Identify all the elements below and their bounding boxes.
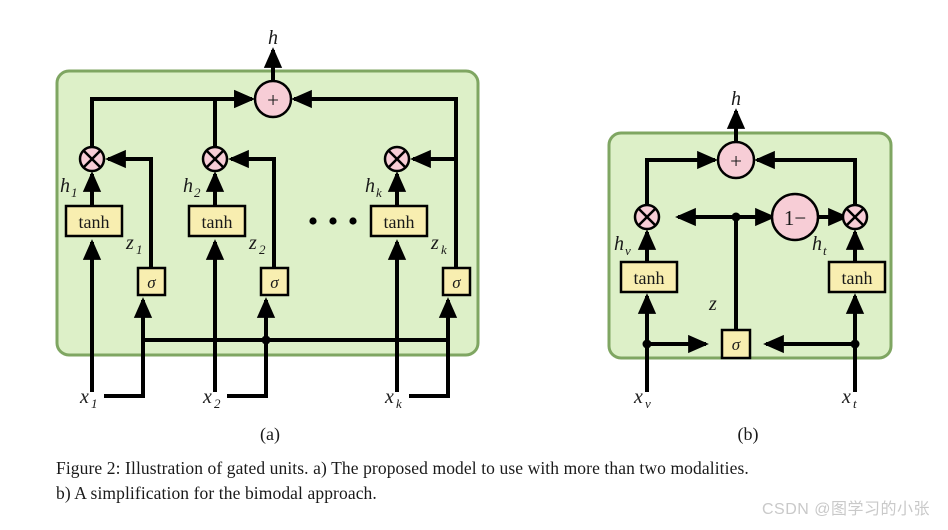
panel-a-sublabel: (a) — [260, 424, 280, 445]
panel-b-sigma-box: σ — [720, 328, 752, 360]
wire-sigma2-to-mul2 — [228, 149, 276, 268]
h2-label: h — [183, 175, 193, 197]
z1-label: z — [125, 232, 134, 254]
tanh-box-k[interactable] — [369, 204, 429, 238]
multiply-node-1[interactable] — [78, 145, 106, 173]
tanh-box-1-label: tanh — [79, 212, 110, 232]
x2-label: x — [202, 386, 212, 408]
tanh-box-right-b[interactable] — [827, 260, 887, 294]
wire-x1-to-sigma1 — [104, 297, 153, 398]
wire-mul-right-to-sum — [754, 150, 857, 206]
wire-x2-to-sigma2 — [227, 297, 276, 398]
h1-sub: 1 — [71, 185, 78, 200]
x2-sub: 2 — [214, 396, 221, 411]
sigma-box-b-label: σ — [732, 335, 741, 354]
panel-a-wires — [82, 47, 458, 398]
panel-b-multiply-nodes — [633, 203, 869, 231]
panel-a-sigma-boxes: σ σ σ — [136, 266, 472, 297]
sum-node-a-label: + — [267, 88, 279, 112]
x1-sub: 1 — [91, 396, 98, 411]
panel-b-labels: h h v h t z x v x t (b) — [614, 88, 857, 445]
tanh-box-1[interactable] — [64, 204, 124, 238]
complement-node-b[interactable]: 1− — [770, 192, 820, 242]
z2-sub: 2 — [259, 242, 266, 257]
figure-caption-line-1: Figure 2: Illustration of gated units. a… — [56, 458, 749, 478]
ht-label: h — [812, 233, 822, 255]
multiply-node-right-b[interactable] — [841, 203, 869, 231]
xv-label: x — [633, 386, 643, 408]
sigma-box-k-label: σ — [452, 273, 461, 292]
sum-node-b-label: + — [730, 149, 742, 173]
wire-mul1-to-sum — [90, 89, 255, 148]
wire-sigma1-to-mul1 — [105, 149, 153, 268]
h2-sub: 2 — [194, 185, 201, 200]
xk-sub: k — [396, 396, 402, 411]
sum-node-b[interactable]: + — [716, 140, 756, 180]
panel-a: tanh tanh tanh σ σ σ — [55, 27, 480, 445]
multiply-node-2[interactable] — [201, 145, 229, 173]
junction-dot-left-b — [642, 339, 652, 349]
sigma-box-b[interactable] — [720, 328, 752, 360]
tanh-box-2-label: tanh — [202, 212, 233, 232]
panel-a-labels: h h 1 h 2 h k z 1 z 2 z k x 1 x 2 x k — [60, 27, 447, 445]
zk-sub: k — [441, 242, 447, 257]
tanh-box-right-b-label: tanh — [842, 268, 873, 288]
z-label-b: z — [708, 293, 717, 315]
bus-junction-dot — [261, 335, 271, 345]
sigma-box-1-label: σ — [147, 273, 156, 292]
zk-label: z — [430, 232, 439, 254]
z1-sub: 1 — [136, 242, 143, 257]
panel-b: tanh tanh σ — [607, 88, 893, 445]
xt-sub: t — [853, 396, 857, 411]
panel-a-multiply-nodes — [78, 145, 411, 173]
panel-a-tanh-boxes: tanh tanh tanh — [64, 204, 429, 238]
hv-label: h — [614, 233, 624, 255]
wire-xk-to-sigmak — [409, 297, 458, 398]
wire-mul2-to-sum — [213, 89, 255, 148]
h1-label: h — [60, 175, 70, 197]
panel-b-tanh-boxes: tanh tanh — [619, 260, 887, 294]
csdn-watermark: CSDN @图学习的小张 — [761, 501, 930, 518]
wire-mulk-to-sum — [291, 89, 458, 159]
x1-label: x — [79, 386, 89, 408]
ht-sub: t — [823, 243, 827, 258]
tanh-box-left-b[interactable] — [619, 260, 679, 294]
figure-caption: Figure 2: Illustration of gated units. a… — [56, 456, 856, 506]
xk-label: x — [384, 386, 394, 408]
figure-caption-line-2: b) A simplification for the bimodal appr… — [56, 483, 377, 503]
hk-label: h — [365, 175, 375, 197]
output-label-a: h — [268, 27, 278, 49]
output-label-b: h — [731, 88, 741, 110]
sigma-box-2-label: σ — [270, 273, 279, 292]
sigma-box-1[interactable] — [136, 266, 167, 297]
tanh-box-2[interactable] — [187, 204, 247, 238]
panel-b-sublabel: (b) — [738, 424, 759, 445]
wire-mul-left-to-sum — [645, 150, 718, 206]
multiply-node-left-b[interactable] — [633, 203, 661, 231]
complement-node-b-label: 1− — [784, 206, 806, 230]
junction-dot-split-b — [731, 212, 741, 222]
xt-label: x — [841, 386, 851, 408]
multiply-node-k[interactable] — [383, 145, 411, 173]
sigma-box-2[interactable] — [259, 266, 290, 297]
sum-node-a[interactable]: + — [253, 79, 293, 119]
z2-label: z — [248, 232, 257, 254]
junction-dot-right-b — [850, 339, 860, 349]
xv-sub: v — [645, 396, 651, 411]
hv-sub: v — [625, 243, 631, 258]
hk-sub: k — [376, 185, 382, 200]
tanh-box-k-label: tanh — [384, 212, 415, 232]
sigma-box-k[interactable] — [441, 266, 472, 297]
ellipsis-dots — [309, 217, 357, 225]
tanh-box-left-b-label: tanh — [634, 268, 665, 288]
